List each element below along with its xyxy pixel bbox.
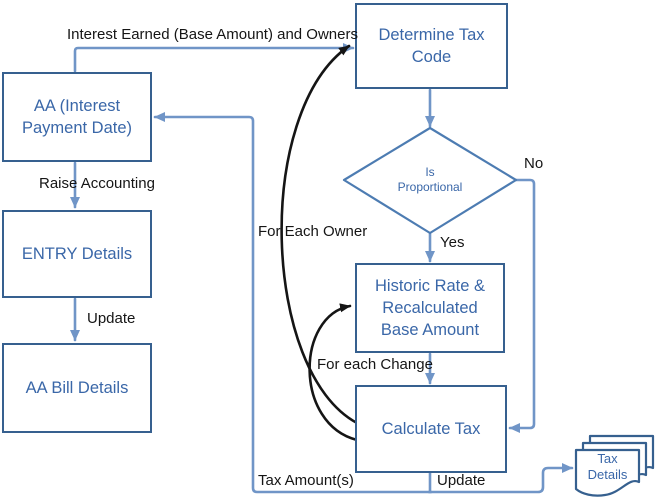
node-text-line: AA Bill Details bbox=[25, 379, 129, 397]
loop-for-each-owner-arrow bbox=[280, 44, 359, 425]
node-text-line: Base Amount bbox=[380, 321, 480, 339]
node-text-line: Code bbox=[411, 48, 452, 66]
decision-diamond-is-proportional bbox=[342, 126, 518, 235]
connector-taxamounts-to-aa bbox=[153, 112, 433, 494]
node-text-line: AA (Interest bbox=[33, 97, 121, 115]
node-text-line: Is bbox=[425, 165, 435, 179]
node-aa-bill-details: AA Bill Details bbox=[2, 343, 152, 433]
node-entry-details: ENTRY Details bbox=[2, 210, 152, 298]
label-raise-accounting: Raise Accounting bbox=[39, 175, 155, 192]
node-historic-rate-recalculated-base: Historic Rate & Recalculated Base Amount bbox=[355, 263, 505, 353]
connector-aa-to-determine bbox=[73, 43, 355, 73]
label-interest-earned-base-amount-owners: Interest Earned (Base Amount) and Owners bbox=[67, 26, 358, 43]
node-text-line: Details bbox=[587, 467, 628, 482]
label-for-each-owner: For Each Owner bbox=[258, 223, 368, 240]
label-for-each-change: For each Change bbox=[317, 356, 433, 373]
node-text-line: ENTRY Details bbox=[21, 245, 133, 263]
document-label-tax-details: Tax Details bbox=[576, 451, 639, 483]
label-update-entry-to-bill: Update bbox=[87, 310, 136, 327]
connector-update-to-taxdetails bbox=[427, 463, 574, 494]
node-text-line: Payment Date) bbox=[21, 119, 133, 137]
node-text-line: Determine Tax bbox=[378, 26, 485, 44]
loop-for-each-change-arrow bbox=[308, 303, 359, 442]
node-text-line: Calculate Tax bbox=[381, 420, 481, 438]
label-update-to-tax-details: Update bbox=[437, 472, 486, 489]
document-shape-front bbox=[574, 448, 641, 497]
decision-label-is-proportional: Is Proportional bbox=[368, 165, 492, 195]
node-determine-tax-code: Determine Tax Code bbox=[355, 3, 508, 89]
connector-decision-no-to-calculate bbox=[508, 178, 536, 433]
node-calculate-tax: Calculate Tax bbox=[355, 385, 507, 473]
node-text-line: Recalculated bbox=[382, 299, 478, 317]
node-text-line: Tax bbox=[597, 451, 618, 466]
node-text-line: Historic Rate & bbox=[374, 277, 486, 295]
node-text-line: Proportional bbox=[397, 180, 463, 194]
node-aa-interest-payment-date: AA (Interest Payment Date) bbox=[2, 72, 152, 162]
label-yes-branch: Yes bbox=[440, 234, 465, 251]
label-tax-amounts: Tax Amount(s) bbox=[258, 472, 354, 489]
label-no-branch: No bbox=[524, 155, 544, 172]
